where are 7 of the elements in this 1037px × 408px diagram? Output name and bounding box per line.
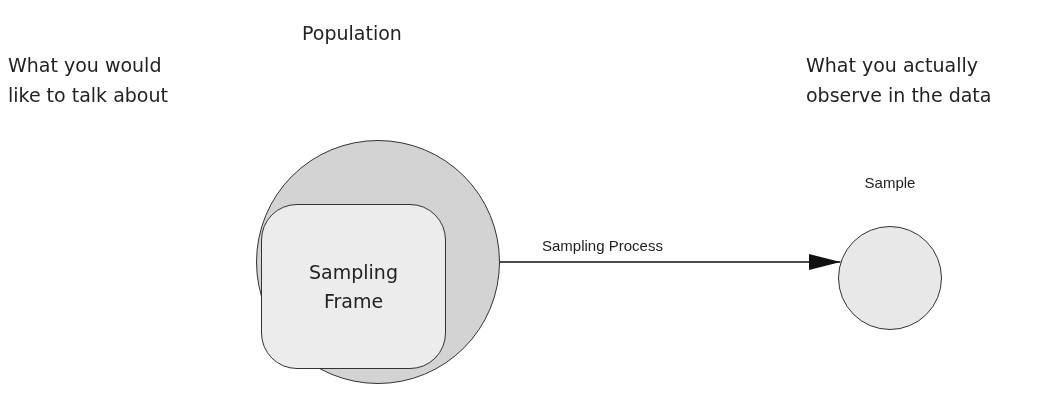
box-text: Sampling Frame: [308, 260, 399, 314]
rounded-box: [261, 204, 446, 369]
note-text: What you actually observe in the data: [806, 53, 993, 109]
note-text: What you would like to talk about: [8, 53, 169, 109]
note-text: Population: [302, 21, 403, 46]
circle-caption: Sample: [864, 173, 916, 193]
arrow: [499, 254, 842, 270]
